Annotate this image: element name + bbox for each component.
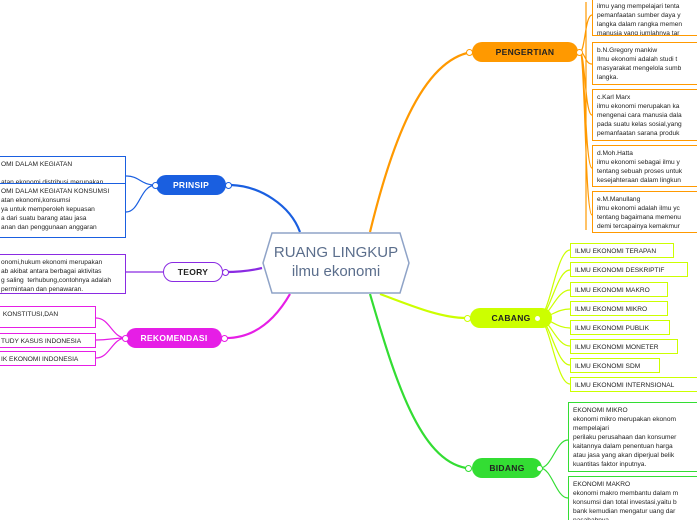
cabang-item-2[interactable]: ILMU EKONOMI DESKRIPTIF <box>570 262 688 277</box>
bracket-cabang <box>537 249 571 385</box>
branch-prinsip[interactable]: PRINSIP <box>156 175 226 195</box>
cabang-item-4[interactable]: ILMU EKONOMI MIKRO <box>570 301 668 316</box>
central-topic-line2: ilmu ekonomi <box>291 263 381 280</box>
branch-rekomendasi[interactable]: REKOMENDASI <box>126 328 222 348</box>
branch-rekomendasi-collapse[interactable] <box>122 335 129 342</box>
branch-bidang-toggle[interactable] <box>465 465 472 472</box>
rekomendasi-item-2[interactable]: TUDY KASUS INDONESIA <box>0 333 96 348</box>
connector-bidang <box>368 293 467 470</box>
pengertian-item-5[interactable]: e.M.Manullang ilmu ekonomi adalah ilmu y… <box>592 191 697 233</box>
cabang-item-3[interactable]: ILMU EKONOMI MAKRO <box>570 282 668 297</box>
branch-prinsip-collapse[interactable] <box>152 182 159 189</box>
branch-pengertian-toggle[interactable] <box>466 49 473 56</box>
connector-rekomendasi <box>225 293 291 340</box>
central-topic[interactable]: RUANG LINGKUP ilmu ekonomi <box>262 232 410 294</box>
pengertian-item-3[interactable]: c.Karl Marx ilmu ekonomi merupakan ka me… <box>592 89 697 141</box>
cabang-item-8[interactable]: ILMU EKONOMI INTERNSIONAL <box>570 377 697 392</box>
bracket-prinsip <box>125 175 157 213</box>
connector-pengertian <box>368 50 473 233</box>
branch-bidang-label: BIDANG <box>489 463 525 473</box>
cabang-item-5[interactable]: ILMU EKONOMI PUBLIK <box>570 320 670 335</box>
branch-teory-toggle[interactable] <box>222 269 229 276</box>
branch-pengertian-label: PENGERTIAN <box>495 47 555 57</box>
connector-cabang <box>379 292 467 320</box>
bidang-item-1[interactable]: EKONOMI MIKRO ekonomi mikro merupakan ek… <box>568 402 697 472</box>
branch-teory[interactable]: TEORY <box>163 262 223 282</box>
branch-prinsip-toggle[interactable] <box>225 182 232 189</box>
branch-rekomendasi-label: REKOMENDASI <box>140 333 208 343</box>
branch-cabang[interactable]: CABANG <box>470 308 552 328</box>
central-topic-title: RUANG LINGKUP ilmu ekonomi <box>262 243 410 281</box>
connector-prinsip <box>230 183 302 233</box>
branch-pengertian[interactable]: PENGERTIAN <box>472 42 578 62</box>
central-topic-line1: RUANG LINGKUP <box>273 244 399 261</box>
branch-cabang-collapse[interactable] <box>534 315 541 322</box>
cabang-item-1[interactable]: ILMU EKONOMI TERAPAN <box>570 243 674 258</box>
bidang-item-2[interactable]: EKONOMI MAKRO ekonomi makro membantu dal… <box>568 476 697 520</box>
connector-teory <box>224 266 263 274</box>
pengertian-item-2[interactable]: b.N.Gregory mankiw Ilmu ekonomi adalah s… <box>592 42 697 85</box>
rekomendasi-item-1[interactable]: KONSTITUSI,DAN <box>0 306 96 328</box>
cabang-item-6[interactable]: ILMU EKONOMI MONETER <box>570 339 678 354</box>
cabang-item-7[interactable]: ILMU EKONOMI SDM <box>570 358 660 373</box>
pengertian-item-1[interactable]: ilmu yang mempelajari tenta pemanfaatan … <box>592 0 697 36</box>
branch-pengertian-collapse[interactable] <box>576 49 583 56</box>
bracket-bidang <box>539 439 569 499</box>
branch-bidang-collapse[interactable] <box>536 465 543 472</box>
prinsip-item-2[interactable]: OMI DALAM KEGIATAN KONSUMSI atan ekonomi… <box>0 183 126 238</box>
branch-rekomendasi-toggle[interactable] <box>221 335 228 342</box>
rekomendasi-item-3[interactable]: IK EKONOMI INDONESIA <box>0 351 96 366</box>
teory-item-1[interactable]: onomi,hukum ekonomi merupakan ab akibat … <box>0 254 126 294</box>
branch-prinsip-label: PRINSIP <box>172 180 210 190</box>
central-topic-shape <box>262 232 410 294</box>
branch-bidang[interactable]: BIDANG <box>472 458 542 478</box>
branch-teory-label: TEORY <box>177 267 209 277</box>
bracket-pengertian <box>579 2 593 230</box>
pengertian-item-4[interactable]: d.Moh.Hatta ilmu ekonomi sebagai ilmu y … <box>592 145 697 187</box>
branch-cabang-label: CABANG <box>491 313 531 323</box>
branch-cabang-toggle[interactable] <box>464 315 471 322</box>
